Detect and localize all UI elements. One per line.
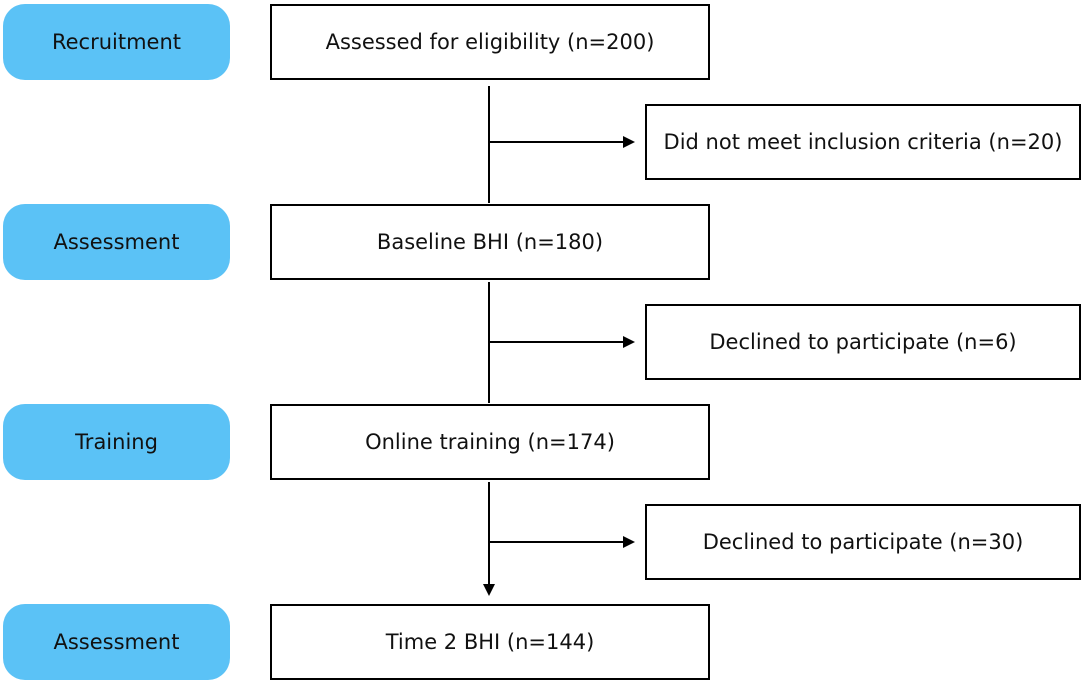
stage-label-training: Training	[3, 404, 230, 480]
box-baseline-bhi: Baseline BHI (n=180)	[270, 204, 710, 280]
box-text: Assessed for eligibility (n=200)	[325, 30, 655, 54]
box-declined-2: Declined to participate (n=30)	[645, 504, 1081, 580]
box-time2-bhi: Time 2 BHI (n=144)	[270, 604, 710, 680]
box-text: Declined to participate (n=6)	[709, 330, 1017, 354]
box-text: Time 2 BHI (n=144)	[385, 630, 595, 654]
stage-label-text: Recruitment	[51, 30, 182, 54]
stage-label-assessment-time2: Assessment	[3, 604, 230, 680]
stage-label-text: Assessment	[53, 630, 180, 654]
box-text: Baseline BHI (n=180)	[376, 230, 604, 254]
box-text: Online training (n=174)	[365, 430, 615, 454]
box-declined-1: Declined to participate (n=6)	[645, 304, 1081, 380]
box-excluded-criteria: Did not meet inclusion criteria (n=20)	[645, 104, 1081, 180]
stage-label-assessment-baseline: Assessment	[3, 204, 230, 280]
box-online-training: Online training (n=174)	[270, 404, 710, 480]
box-text: Did not meet inclusion criteria (n=20)	[663, 130, 1063, 154]
box-text: Declined to participate (n=30)	[702, 530, 1024, 554]
stage-label-text: Assessment	[53, 230, 180, 254]
box-assessed-eligibility: Assessed for eligibility (n=200)	[270, 4, 710, 80]
stage-label-recruitment: Recruitment	[3, 4, 230, 80]
stage-label-text: Training	[75, 430, 158, 454]
